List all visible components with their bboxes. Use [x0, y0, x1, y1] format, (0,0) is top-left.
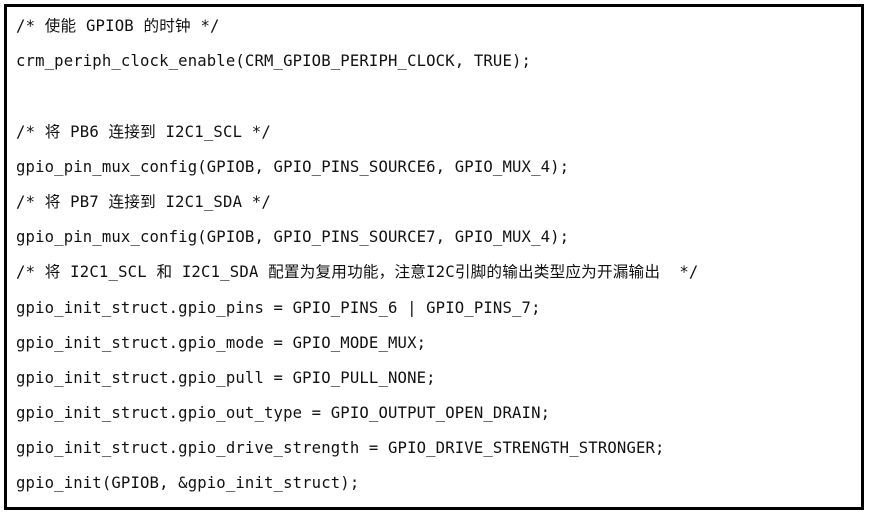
code-block-frame: /* 使能 GPIOB 的时钟 */ crm_periph_clock_enabl… — [4, 4, 864, 510]
code-line: /* 将 PB6 连接到 I2C1_SCL */ — [16, 122, 271, 141]
code-line-list: /* 使能 GPIOB 的时钟 */ crm_periph_clock_enabl… — [16, 9, 861, 507]
code-line: /* 将 I2C1_SCL 和 I2C1_SDA 配置为复用功能，注意I2C引脚… — [16, 263, 699, 282]
code-line: gpio_init_struct.gpio_mode = GPIO_MODE_M… — [16, 333, 427, 352]
code-line: gpio_init_struct.gpio_drive_strength = G… — [16, 439, 665, 458]
code-line: gpio_pin_mux_config(GPIOB, GPIO_PINS_SOU… — [16, 228, 570, 247]
code-line: /* 使能 GPIOB 的时钟 */ — [16, 17, 220, 35]
code-line: gpio_pin_mux_config(GPIOB, GPIO_PINS_SOU… — [16, 157, 570, 176]
code-line: gpio_init_struct.gpio_out_type = GPIO_OU… — [16, 404, 551, 423]
code-line: gpio_init_struct.gpio_pins = GPIO_PINS_6… — [16, 298, 541, 317]
code-line: gpio_init(GPIOB, &gpio_init_struct); — [16, 474, 360, 493]
code-line-blank — [16, 79, 861, 114]
code-line: gpio_init_struct.gpio_pull = GPIO_PULL_N… — [16, 368, 436, 387]
code-line: /* 将 PB7 连接到 I2C1_SDA */ — [16, 192, 271, 211]
code-line: crm_periph_clock_enable(CRM_GPIOB_PERIPH… — [16, 52, 532, 71]
